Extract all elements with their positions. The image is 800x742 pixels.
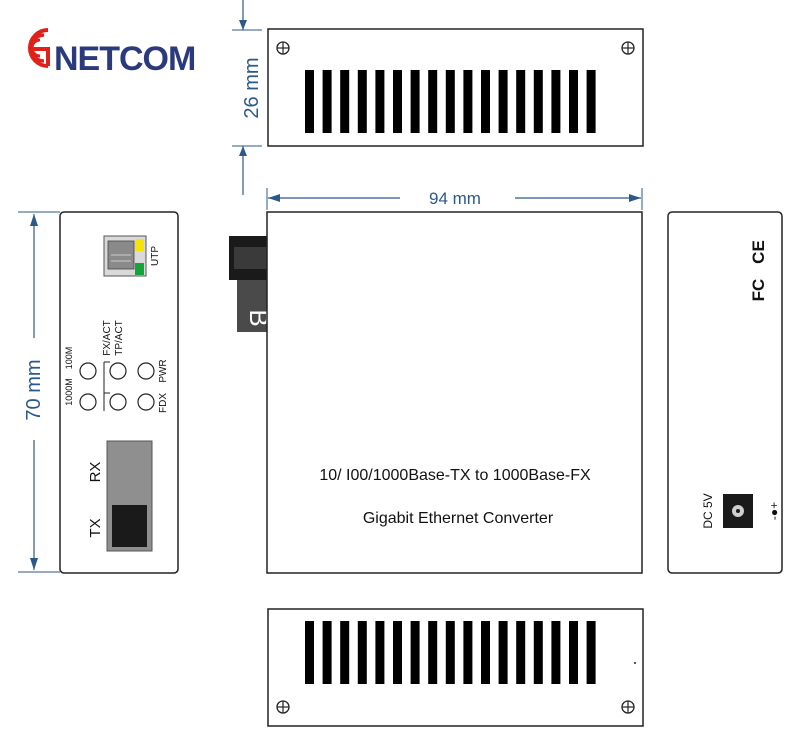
fc-mark-icon: FC: [749, 279, 768, 302]
vent-slot: [481, 70, 490, 133]
rear-panel: CE FC DC 5V -●+: [667, 211, 783, 574]
ce-mark-icon: CE: [749, 240, 768, 264]
led-100m-icon: [79, 393, 97, 411]
led-pwr-icon: [137, 362, 155, 380]
led-fdx-icon: [137, 393, 155, 411]
product-name-line: Gigabit Ethernet Converter: [363, 510, 554, 527]
side-view-top: [267, 28, 644, 147]
vent-slot: [533, 621, 543, 684]
front-panel: UTP 1000M 100M FX/ACT TP/ACT PWR FDX: [59, 211, 179, 574]
vent-slot: [340, 621, 350, 684]
vent-slot: [305, 621, 314, 684]
vent-slots: [305, 621, 596, 684]
led-indicators: [79, 361, 155, 411]
vent-slot: [516, 70, 526, 133]
vent-slot: [322, 621, 332, 684]
screw-icon: [276, 41, 290, 55]
led-fx-act-icon: [109, 362, 127, 380]
vent-slot: [445, 70, 455, 133]
depth-dimension: 70 mm: [18, 211, 60, 573]
led-tp-act-icon: [109, 393, 127, 411]
led-1000m-icon: [79, 362, 97, 380]
screw-icon: [276, 700, 290, 714]
vent-slot: [481, 621, 490, 684]
vent-slot: [375, 621, 385, 684]
rj45-port-icon: [103, 235, 147, 277]
vent-slot: [305, 70, 314, 133]
brand-name: NETCOM: [54, 40, 196, 78]
product-spec-line: 10/ I00/1000Base-TX to 1000Base-FX: [319, 467, 591, 484]
vent-slot: [393, 70, 402, 133]
side-view-bottom: [267, 608, 644, 727]
led-label-fx-act: FX/ACT: [102, 320, 113, 356]
screw-icon: [621, 700, 635, 714]
vent-slot: [551, 621, 561, 684]
brand-logo: NETCOM: [10, 18, 210, 78]
utp-label: UTP: [150, 246, 161, 266]
vent-slot: [498, 70, 508, 133]
screw-icon: [621, 41, 635, 55]
vent-slot: [445, 621, 455, 684]
vent-slot: [428, 621, 438, 684]
vent-slot: [375, 70, 385, 133]
vent-slot: [428, 70, 438, 133]
vent-slot: [322, 70, 332, 133]
vent-slot: [393, 621, 402, 684]
led-label-pwr: PWR: [158, 359, 169, 382]
height-label: 26 mm: [241, 57, 263, 118]
led-label-fdx: FDX: [158, 393, 169, 413]
led-label-tp-act: TP/ACT: [114, 320, 125, 356]
fiber-connector-icon: [229, 236, 272, 332]
vent-slots: [305, 70, 596, 133]
dc-power-label: DC 5V: [701, 493, 715, 528]
vent-slot: [340, 70, 350, 133]
depth-label: 70 mm: [23, 359, 45, 420]
vent-slot: [357, 621, 367, 684]
vent-slot: [533, 70, 543, 133]
top-view: B 10/ I00/1000Base-TX to 1000Base-FX Gig…: [229, 211, 643, 574]
vent-slot: [586, 70, 596, 133]
vent-slot: [410, 70, 420, 133]
vent-slot: [357, 70, 367, 133]
dc-jack-icon: [723, 494, 753, 528]
netcom-logo-icon: [28, 28, 50, 68]
vent-slot: [569, 621, 578, 684]
width-dimension: 94 mm: [266, 188, 643, 210]
width-label: 94 mm: [429, 189, 481, 208]
fiber-rx-label: RX: [87, 462, 104, 483]
vent-slot: [551, 70, 561, 133]
height-dimension: 26 mm: [232, 0, 263, 195]
vent-slot: [586, 621, 596, 684]
led-label-1000m: 1000M: [64, 378, 74, 406]
fiber-port-icon: [106, 440, 153, 552]
polarity-icon: -●+: [767, 502, 781, 520]
vent-slot: [498, 621, 508, 684]
vent-slot: [516, 621, 526, 684]
vent-slot: [410, 621, 420, 684]
vent-slot: [463, 70, 473, 133]
vent-slot: [463, 621, 473, 684]
vent-slot: [569, 70, 578, 133]
led-label-100m: 100M: [64, 347, 74, 370]
fiber-tx-label: TX: [87, 518, 104, 537]
